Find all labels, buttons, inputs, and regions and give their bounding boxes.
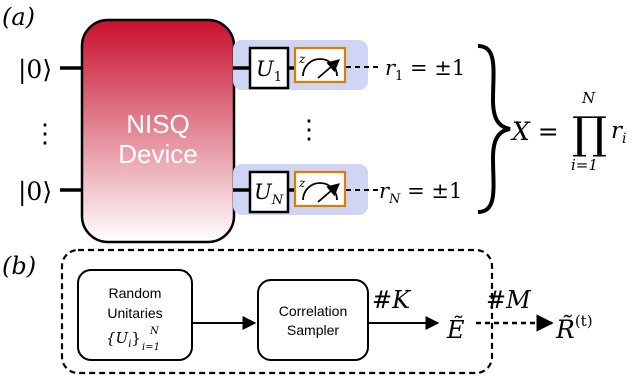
result-top: r1 = ±1 <box>385 56 465 84</box>
unitary-label-bottom: UN <box>254 180 284 208</box>
r-tilde: R̃(t) <box>555 312 593 344</box>
random-unitaries-line2: Unitaries <box>107 305 162 321</box>
right-brace <box>477 44 511 214</box>
random-unitaries-lower: i=1 <box>142 342 160 353</box>
nisq-device-box <box>80 18 236 244</box>
vdots-middle: ⋮ <box>296 115 322 145</box>
result-bottom: rN = ±1 <box>379 179 462 207</box>
random-unitaries-upper: N <box>149 326 160 337</box>
ket-zero-top: |0⟩ <box>18 55 52 85</box>
meter-icon-bottom: z <box>293 170 347 208</box>
correlation-sampler-box <box>257 279 369 361</box>
unitary-gate-top <box>248 46 290 90</box>
vdots-left: ⋮ <box>32 119 58 149</box>
product-lhs: X = <box>510 117 559 146</box>
meter-icon-top: z <box>293 46 347 84</box>
product-term: ri <box>611 118 626 147</box>
svg-text:z: z <box>298 52 306 66</box>
panel-b-label: (b) <box>2 252 36 280</box>
panel-a-label: (a) <box>2 3 35 31</box>
svg-text:z: z <box>298 176 306 190</box>
ket-zero-bottom: |0⟩ <box>18 177 52 207</box>
product-symbol: ∏ <box>572 108 607 159</box>
unitary-label-top: U1 <box>256 57 282 85</box>
random-unitaries-math: {Ui} <box>106 329 141 350</box>
device-label-line2: Device <box>118 139 197 169</box>
random-unitaries-line1: Random <box>109 285 162 301</box>
product-lower: i=1 <box>571 156 598 174</box>
e-tilde: Ẽ <box>446 315 465 344</box>
m-label: #M <box>486 286 532 314</box>
correlation-sampler-line2: Sampler <box>287 322 339 338</box>
random-unitaries-box <box>77 269 193 361</box>
k-label: #K <box>372 286 412 314</box>
correlation-sampler-line1: Correlation <box>279 303 347 319</box>
unitary-gate-bottom <box>248 170 290 214</box>
product-upper: N <box>581 89 596 107</box>
device-label-line1: NISQ <box>126 109 190 139</box>
